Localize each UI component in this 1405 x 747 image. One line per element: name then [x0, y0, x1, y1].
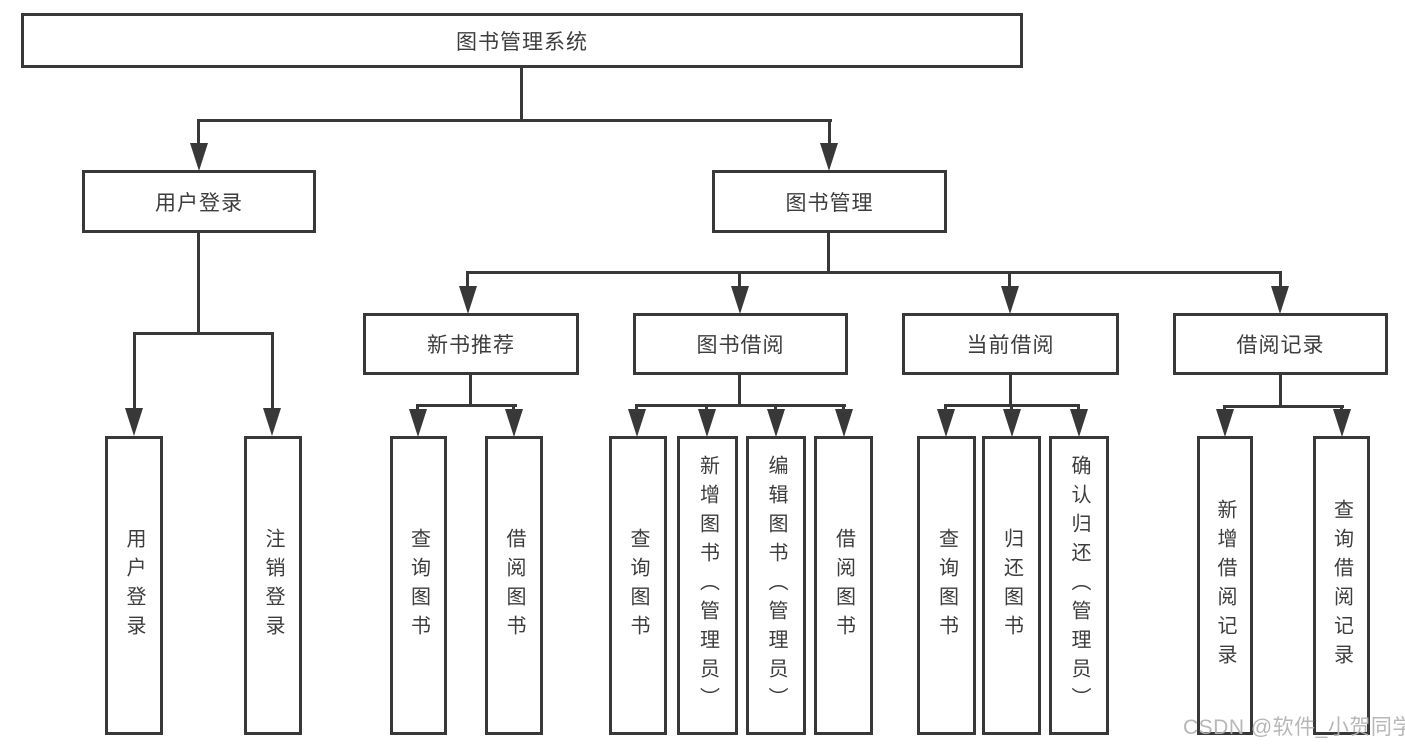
node-leaf-borrow-book-b: 借阅图书 [814, 436, 873, 735]
node-leaf-query-book-a: 查询图书 [390, 436, 447, 735]
node-user-login-label: 用户登录 [155, 191, 243, 215]
node-leaf-confirm-return-admin: 确认归还（管理员） [1049, 436, 1109, 735]
arrowhead-current-borrow [1001, 286, 1019, 314]
arrowhead-user-login [190, 143, 208, 171]
arrowhead-query-book-c [937, 409, 955, 437]
node-book-borrowing: 图书借阅 [633, 313, 848, 375]
node-leaf-logout: 注销登录 [244, 436, 302, 735]
node-book-management-label: 图书管理 [785, 191, 874, 215]
node-leaf-query-book-b-label: 查询图书 [627, 527, 649, 644]
node-leaf-edit-book-admin: 编辑图书（管理员） [746, 436, 806, 735]
connector-new-book-rec-stem [466, 271, 469, 289]
arrowhead-query-record [1333, 409, 1351, 437]
node-leaf-user-login-label: 用户登录 [123, 527, 145, 644]
node-library-system: 图书管理系统 [21, 13, 1023, 68]
node-borrow-records-label: 借阅记录 [1236, 334, 1325, 357]
node-leaf-query-book-c: 查询图书 [917, 436, 976, 735]
connector-current-borrow-stem [1008, 271, 1011, 289]
connector-book-mgmt-down [827, 231, 830, 274]
node-leaf-return-book: 归还图书 [982, 436, 1041, 735]
connector-book-borrow-stem [738, 271, 741, 289]
node-library-system-label: 图书管理系统 [456, 30, 588, 54]
arrowhead-borrow-book-b [835, 409, 853, 437]
connector-leaf-logout-stem [271, 332, 274, 410]
node-leaf-borrow-book-a-label: 借阅图书 [503, 527, 525, 644]
connector-root-bar [197, 119, 832, 122]
arrowhead-book-borrow [731, 286, 749, 314]
node-current-borrowing: 当前借阅 [902, 313, 1119, 375]
arrowhead-new-book-rec [459, 286, 477, 314]
connector-book-mgmt-stem [828, 119, 831, 147]
node-book-management: 图书管理 [712, 170, 947, 233]
node-leaf-add-borrow-record: 新增借阅记录 [1197, 436, 1253, 735]
connector-book-mgmt-bar [466, 271, 1282, 274]
arrowhead-query-book-b [628, 409, 646, 437]
arrowhead-add-book [698, 409, 716, 437]
connector-borrow-records-stem [1279, 271, 1282, 289]
node-leaf-add-book-admin: 新增图书（管理员） [677, 436, 738, 735]
node-leaf-edit-book-admin-label: 编辑图书（管理员） [765, 455, 787, 716]
node-leaf-return-book-label: 归还图书 [1000, 527, 1023, 644]
node-leaf-query-borrow-record: 查询借阅记录 [1313, 436, 1370, 735]
node-leaf-add-borrow-record-label: 新增借阅记录 [1214, 498, 1236, 673]
arrowhead-borrow-records [1271, 286, 1289, 314]
arrowhead-leaf-logout [263, 408, 281, 436]
connector-user-login-stem [197, 119, 200, 147]
node-leaf-borrow-book-b-label: 借阅图书 [832, 527, 855, 644]
arrowhead-confirm-return [1070, 409, 1088, 437]
csdn-watermark: CSDN @软件_小贺同学 [1183, 716, 1405, 739]
arrowhead-leaf-user-login [125, 408, 143, 436]
connector-borrow-records-bar [1223, 405, 1344, 408]
node-borrow-records: 借阅记录 [1173, 313, 1388, 375]
arrowhead-book-mgmt [820, 143, 838, 171]
node-leaf-query-book-c-label: 查询图书 [935, 527, 958, 644]
connector-new-book-rec-bar [416, 404, 517, 407]
node-new-book-recommend-label: 新书推荐 [427, 334, 515, 357]
connector-borrow-records-down [1279, 373, 1282, 407]
arrowhead-query-book-a [409, 409, 427, 437]
node-leaf-confirm-return-admin-label: 确认归还（管理员） [1068, 455, 1090, 716]
connector-book-borrow-down [738, 373, 741, 406]
arrowhead-return-book [1003, 409, 1021, 437]
node-leaf-user-login: 用户登录 [105, 436, 163, 735]
arrowhead-borrow-book-a [505, 409, 523, 437]
arrowhead-edit-book [767, 409, 785, 437]
node-new-book-recommend: 新书推荐 [363, 313, 579, 375]
connector-user-login-down [197, 231, 200, 335]
node-user-login: 用户登录 [82, 170, 316, 233]
node-leaf-query-borrow-record-label: 查询借阅记录 [1330, 498, 1353, 673]
connector-leaf-user-login-stem [133, 332, 136, 410]
connector-current-borrow-down [1009, 373, 1012, 406]
node-leaf-query-book-a-label: 查询图书 [407, 527, 430, 644]
connector-new-book-rec-down [469, 373, 472, 406]
arrowhead-add-record [1216, 409, 1234, 437]
node-leaf-add-book-admin-label: 新增图书（管理员） [696, 455, 719, 716]
node-book-borrowing-label: 图书借阅 [696, 334, 785, 357]
node-leaf-query-book-b: 查询图书 [609, 436, 667, 735]
connector-root-stub [520, 66, 523, 121]
node-current-borrowing-label: 当前借阅 [966, 334, 1055, 357]
connector-user-login-bar [133, 332, 274, 335]
node-leaf-logout-label: 注销登录 [262, 527, 284, 644]
connector-book-borrow-bar [635, 404, 846, 407]
node-leaf-borrow-book-a: 借阅图书 [485, 436, 543, 735]
